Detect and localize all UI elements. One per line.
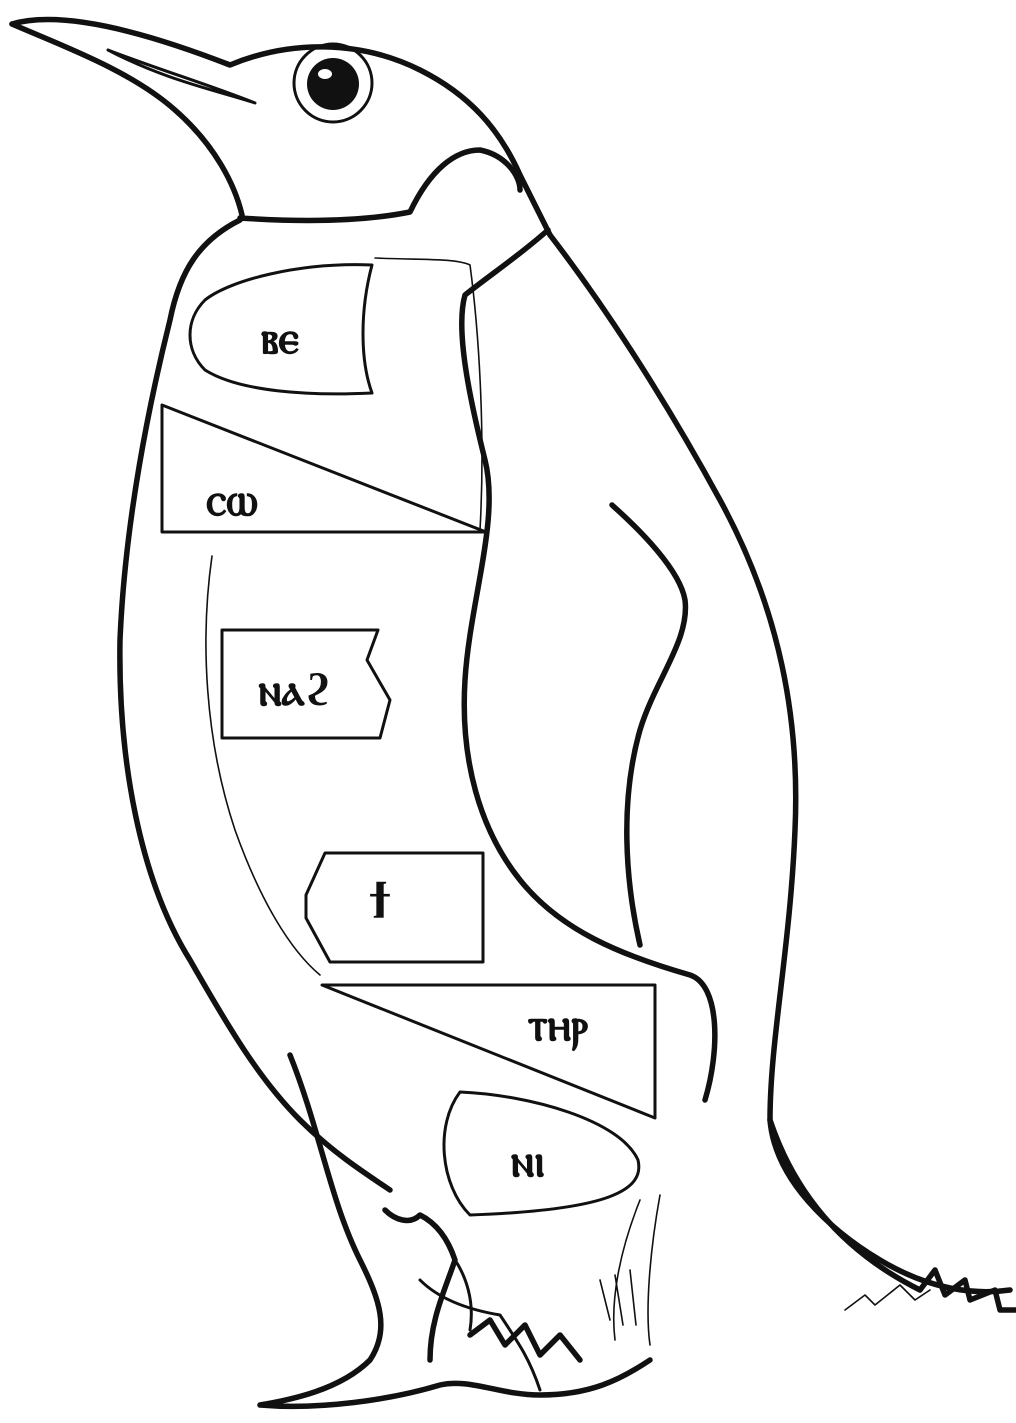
syllable-sw-label: ⲥⲱ	[206, 472, 257, 526]
syllable-thr-label: ⲧⲏⲣ	[528, 997, 589, 1051]
penguin-feet	[260, 1055, 660, 1406]
syllable-ti-label: ϯ	[368, 870, 391, 931]
penguin-eye	[294, 44, 372, 122]
syllable-shape-ni: ⲛⲓ	[444, 1092, 639, 1215]
penguin-head	[12, 19, 550, 235]
syllable-shape-thr: ⲧⲏⲣ	[322, 985, 655, 1118]
syllable-shape-nah: ⲛⲁϩ	[222, 630, 390, 738]
penguin-flipper	[462, 230, 715, 1100]
syllable-shape-be: ⲃⲉ	[190, 265, 372, 394]
syllable-be-label: ⲃⲉ	[261, 310, 300, 364]
syllable-nah-label: ⲛⲁϩ	[258, 662, 331, 716]
syllable-ni-label: ⲛⲓ	[511, 1133, 545, 1187]
penguin-body	[120, 220, 1010, 1292]
syllable-shape-ti: ϯ	[306, 853, 483, 962]
syllable-shape-sw: ⲥⲱ	[162, 405, 486, 532]
penguin-tail	[770, 1120, 1016, 1310]
